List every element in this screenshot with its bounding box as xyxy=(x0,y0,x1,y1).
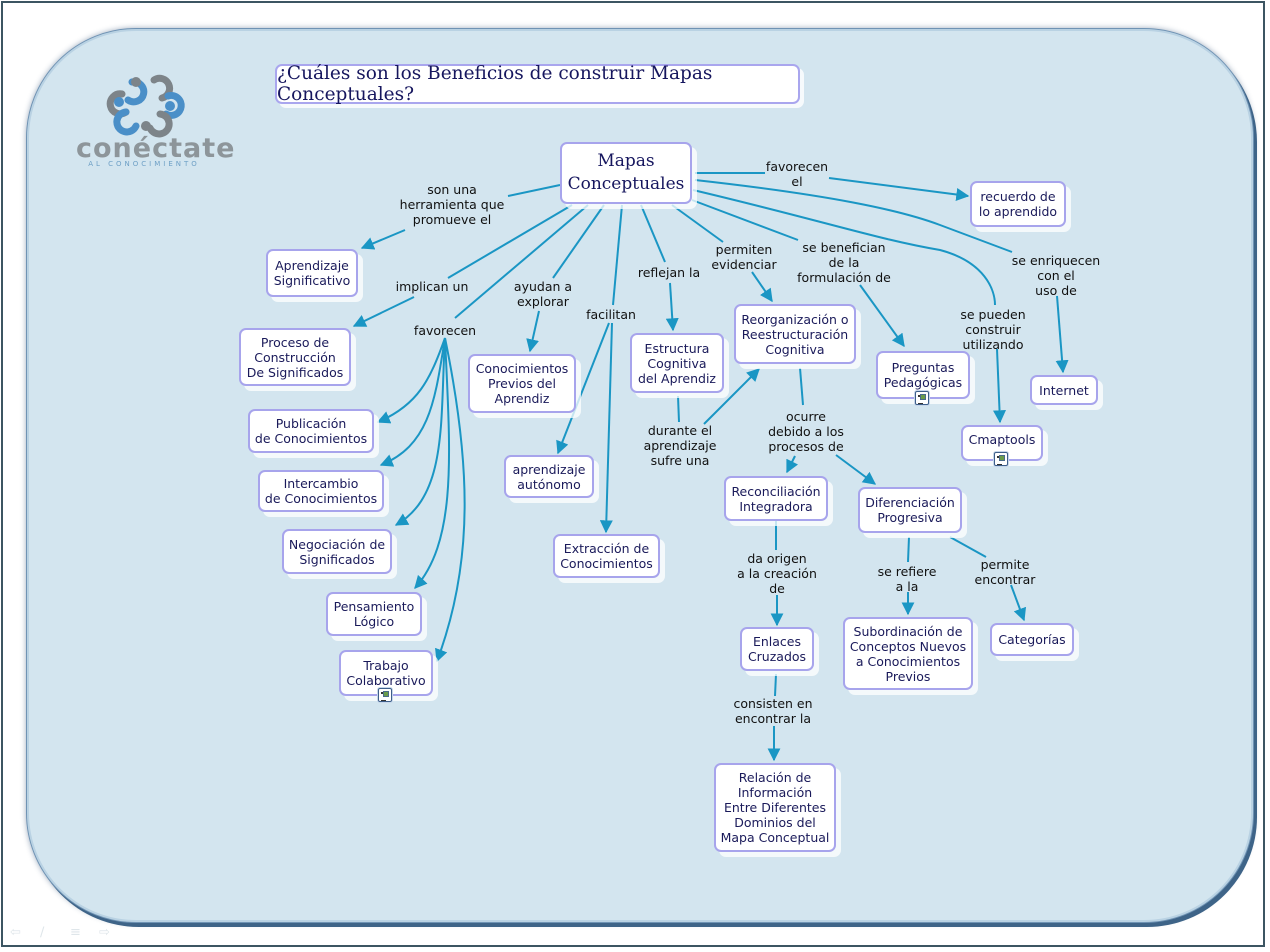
concept-proceso-construccion[interactable]: Proceso de Construcción De Significados xyxy=(239,328,351,386)
link-permiten-in xyxy=(671,204,724,243)
link-facilitan-ext xyxy=(599,322,613,534)
link-fav-trabajo xyxy=(435,337,466,663)
concept-categorias[interactable]: Categorías xyxy=(990,623,1074,656)
concept-conocimientos-previos[interactable]: Conocimientos Previos del Aprendiz xyxy=(468,354,576,413)
concept-negociacion[interactable]: Negociación de Significados xyxy=(282,529,392,574)
link-permite-in xyxy=(949,536,987,558)
link-facilitan-in xyxy=(612,204,623,306)
chain-links-logo-icon xyxy=(106,74,185,138)
link-implican-out xyxy=(352,296,415,327)
linking-phrase: implican un xyxy=(395,279,469,294)
concept-recuerdo[interactable]: recuerdo de lo aprendido xyxy=(970,181,1066,227)
linking-phrase: facilitan xyxy=(586,307,636,322)
concept-publicacion[interactable]: Publicación de Conocimientos xyxy=(248,409,374,453)
link-ocurre-reconc xyxy=(786,455,799,474)
link-serefiere-in xyxy=(907,536,910,563)
link-fav-negociacion xyxy=(394,337,446,526)
link-reflejan-in xyxy=(640,204,666,263)
concept-estructura-cognitiva[interactable]: Estructura Cognitiva del Aprendiz xyxy=(630,333,724,393)
concept-aprendizaje-autonomo[interactable]: aprendizaje autónomo xyxy=(504,455,594,498)
link-permite-out xyxy=(1010,584,1027,622)
concept-intercambio[interactable]: Intercambio de Conocimientos xyxy=(258,470,384,512)
linking-phrase: favorecen el xyxy=(765,159,829,189)
link-enriquecen-in xyxy=(694,179,1013,253)
concept-pensamiento[interactable]: Pensamiento Lógico xyxy=(326,592,422,636)
linking-phrase: se pueden construir utilizando xyxy=(960,307,1026,352)
linking-phrase: durante el aprendizaje sufre una xyxy=(643,423,717,468)
link-reflejan-out xyxy=(665,282,679,332)
concept-extraccion[interactable]: Extracción de Conocimientos xyxy=(553,534,660,578)
concept-mapas-conceptuales[interactable]: Mapas Conceptuales xyxy=(560,142,692,204)
logo-tagline: AL CONOCIMIENTO xyxy=(88,160,200,168)
menu-icon[interactable]: ≡ xyxy=(70,925,81,940)
linking-phrase: consisten en encontrar la xyxy=(733,696,813,726)
link-consisten-in xyxy=(774,673,777,697)
link-fav-intercambio xyxy=(379,337,446,467)
previous-icon[interactable]: ⇦ xyxy=(10,925,21,940)
link-favorecen-el-out xyxy=(828,177,970,201)
next-icon[interactable]: ⇨ xyxy=(99,925,110,940)
linking-phrase: se benefician de la formulación de xyxy=(797,240,891,285)
concept-trabajo[interactable]: Trabajo Colaborativo xyxy=(339,650,433,696)
link-son-una-out xyxy=(360,229,406,250)
linking-phrase: permite encontrar xyxy=(974,557,1036,587)
link-sepueden-out xyxy=(993,348,1007,424)
link-ayudan-out xyxy=(526,310,540,353)
link-ocurre-in xyxy=(799,367,804,406)
link-fav-publicacion xyxy=(376,337,446,424)
concept-enlaces-cruzados[interactable]: Enlaces Cruzados xyxy=(740,627,814,671)
concept-cmaptools[interactable]: Cmaptools xyxy=(961,425,1043,461)
linking-phrase: ayudan a explorar xyxy=(513,279,573,309)
pen-icon[interactable]: ∕ xyxy=(40,925,45,940)
linking-phrase: favorecen xyxy=(413,323,477,338)
linking-phrase: se enriquecen con el uso de xyxy=(1011,253,1101,298)
link-permiten-out xyxy=(751,271,773,303)
link-ayudan-in xyxy=(552,204,605,279)
concept-subordinacion[interactable]: Subordinación de Conceptos Nuevos a Cono… xyxy=(843,617,973,690)
concept-diferenciacion[interactable]: Diferenciación Progresiva xyxy=(858,487,962,533)
link-durante-in xyxy=(677,395,680,423)
concept-internet[interactable]: Internet xyxy=(1030,375,1098,405)
link-durante-out xyxy=(703,368,760,425)
linking-phrase: reflejan la xyxy=(637,265,701,280)
link-sepueden-in xyxy=(692,189,996,306)
logo-wordmark: conéctate xyxy=(76,133,236,164)
document-attachment-icon[interactable] xyxy=(915,391,929,405)
document-attachment-icon[interactable] xyxy=(378,688,392,702)
linking-phrase: permiten evidenciar xyxy=(711,242,777,272)
link-favorecen-in xyxy=(454,204,589,319)
link-facilitan-aut xyxy=(556,322,610,455)
link-son-una-in xyxy=(507,184,561,197)
linking-phrase: son una herramienta que promueve el xyxy=(399,182,505,227)
concept-reconciliacion[interactable]: Reconciliación Integradora xyxy=(724,476,828,521)
map-title: ¿Cuáles son los Beneficios de construir … xyxy=(275,63,800,105)
concept-reorganizacion[interactable]: Reorganización o Reestructuración Cognit… xyxy=(734,304,856,364)
concept-relacion-informacion[interactable]: Relación de Información Entre Diferentes… xyxy=(714,763,836,852)
document-attachment-icon[interactable] xyxy=(994,452,1008,466)
linking-phrase: da origen a la creación de xyxy=(737,551,817,596)
link-benefician-out xyxy=(859,284,905,348)
link-enriquecen-out xyxy=(1055,295,1069,374)
linking-phrase: ocurre debido a los procesos de xyxy=(768,409,844,454)
concept-aprendizaje-significativo[interactable]: Aprendizaje Significativo xyxy=(266,249,358,297)
link-benefician-in xyxy=(691,199,799,241)
linking-phrase: se refiere a la xyxy=(877,564,937,594)
link-fav-pensamiento xyxy=(414,337,451,589)
link-ocurre-difer xyxy=(835,454,877,485)
link-implican-in xyxy=(447,204,573,279)
